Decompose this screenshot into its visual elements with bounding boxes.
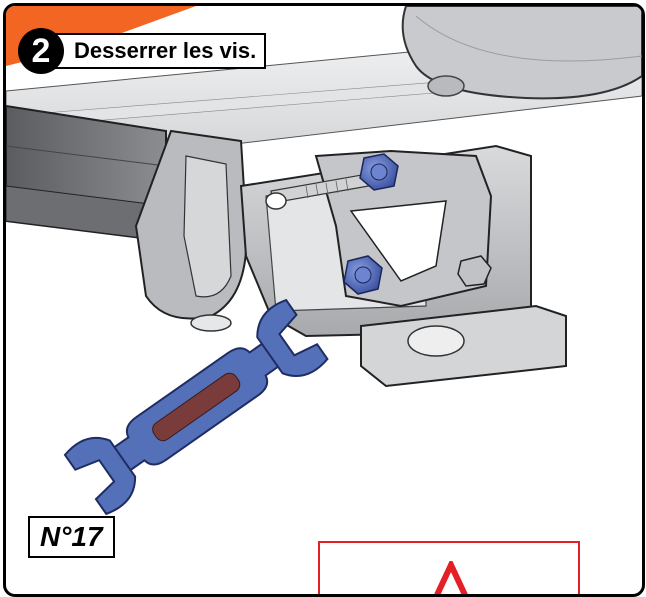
- open-end-wrench-icon: [63, 298, 329, 516]
- step-number: 2: [18, 28, 64, 74]
- warning-box: [318, 541, 580, 594]
- lower-bolt: [343, 255, 383, 295]
- warning-caret-icon: [434, 561, 468, 594]
- upper-bolt: [359, 153, 399, 191]
- mounting-bracket-illustration: [6, 6, 642, 516]
- instruction-panel: 2 Desserrer les vis. N°17: [3, 3, 645, 597]
- step-header: 2 Desserrer les vis.: [18, 28, 267, 74]
- wrench-size-label: N°17: [28, 516, 115, 558]
- step-title: Desserrer les vis.: [54, 33, 267, 69]
